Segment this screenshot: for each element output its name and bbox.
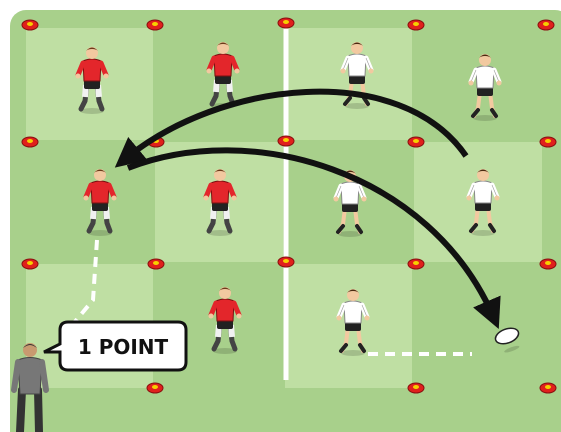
cone — [407, 19, 425, 31]
cone — [407, 136, 425, 148]
cone — [147, 258, 165, 270]
cone — [539, 258, 557, 270]
cone — [407, 258, 425, 270]
cones — [21, 17, 557, 394]
points-callout: 1 POINT — [43, 320, 188, 372]
pass-arrow-back — [114, 88, 469, 168]
cone — [277, 17, 295, 29]
cone — [21, 136, 39, 148]
cone — [539, 136, 557, 148]
cone — [277, 135, 295, 147]
cone — [21, 19, 39, 31]
cone — [539, 382, 557, 394]
cone — [407, 382, 425, 394]
kick-arrow-forward — [126, 147, 501, 330]
ball-icon — [494, 327, 520, 353]
cone — [537, 19, 555, 31]
cone — [146, 382, 164, 394]
dashed-run-line-left — [66, 239, 99, 332]
cone — [146, 19, 164, 31]
cone — [277, 256, 295, 268]
cone — [21, 258, 39, 270]
coach-figure — [11, 343, 49, 432]
callout-label: 1 POINT — [78, 335, 169, 359]
